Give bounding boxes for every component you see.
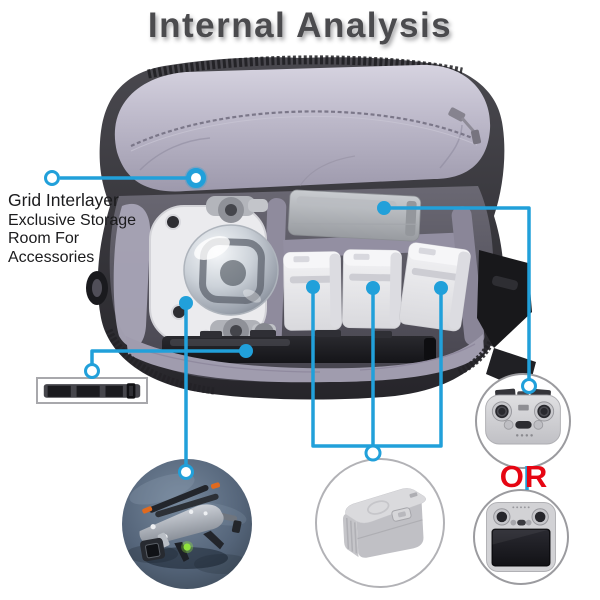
storage-label-line: Exclusive Storage	[8, 211, 137, 229]
bag-flap	[114, 64, 491, 192]
battery-in-bag-2	[342, 249, 402, 329]
storage-label-line: Room For	[8, 230, 80, 247]
storage-label-line: Accessories	[8, 248, 95, 266]
bag-bottom-zipper-teeth	[105, 328, 215, 395]
battery-thumbnail	[315, 458, 445, 588]
controller-box-in-bag	[287, 189, 422, 242]
controller-rcn1-thumbnail	[475, 373, 571, 469]
controller-icon	[485, 388, 561, 445]
drone-in-bag	[149, 196, 279, 344]
storage-label: Grid Interlayer Exclusive Storage Room F…	[8, 191, 136, 267]
or-text: OR	[499, 459, 549, 494]
propeller-holder-icon	[43, 383, 141, 399]
folded-drone-icon	[126, 473, 250, 574]
battery-icon	[342, 488, 427, 558]
flap-zipper	[130, 110, 478, 147]
bag-top-zipper-teeth	[147, 55, 463, 79]
storage-label-line: Grid Interlayer	[8, 190, 119, 210]
drone-photo-thumbnail	[122, 459, 252, 589]
controller-screen-icon	[486, 502, 556, 572]
zipper-pull-icon	[448, 107, 481, 145]
propeller-holder-thumbnail	[36, 377, 148, 404]
side-strap	[477, 250, 536, 392]
d-ring	[86, 271, 108, 305]
page-title: Internal Analysis	[147, 6, 453, 45]
interior-left-padding	[113, 203, 151, 347]
battery-in-bag-1	[283, 251, 342, 331]
controller-rc-screen-thumbnail	[473, 489, 569, 585]
battery-in-bag-3	[398, 242, 471, 332]
